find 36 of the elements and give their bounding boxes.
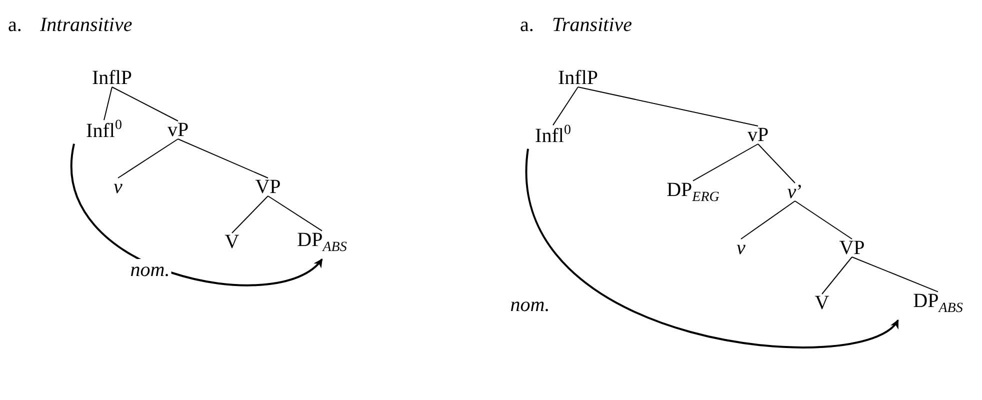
node-label: DP$_{ABS}$: [913, 290, 963, 316]
tree-branch: [740, 200, 796, 240]
tree-branch: [112, 86, 178, 122]
tree-branch: [822, 256, 852, 294]
tree-branch: [104, 86, 112, 121]
node-label: vP: [747, 124, 769, 146]
tree-branch: [232, 196, 268, 234]
curved-arrow: [527, 148, 899, 348]
node-label: InflP: [92, 67, 132, 89]
node-label: v: [736, 237, 746, 259]
node-label: vP: [167, 119, 189, 141]
node-label: Infl$^{0}$: [535, 123, 571, 147]
example-letter: a.: [8, 14, 22, 36]
node-label: Infl$^{0}$: [86, 118, 122, 142]
tree-title: Intransitive: [40, 14, 132, 36]
node-label: v: [114, 176, 122, 198]
curved-arrow: [70, 144, 323, 286]
tree-branch: [758, 144, 796, 184]
node-label: V: [224, 231, 240, 253]
node-label: VP: [255, 176, 281, 198]
tree-branch: [578, 86, 758, 126]
tree-branch: [118, 138, 178, 178]
example-letter: a.: [520, 14, 534, 36]
tree-branch: [794, 200, 852, 240]
node-label: V: [814, 292, 830, 314]
node-label: DP$_{ERG}$: [666, 178, 720, 206]
node-label: VP: [839, 237, 865, 259]
tree-branch: [552, 86, 578, 126]
tree-branch: [178, 138, 268, 178]
tree-branch: [692, 144, 758, 182]
node-label: v’: [787, 181, 803, 203]
tree-branch: [852, 256, 938, 292]
tree-title: Transitive: [552, 14, 632, 36]
tree-branch: [268, 196, 322, 232]
node-label: DP$_{ABS}$: [297, 228, 347, 256]
node-label: InflP: [558, 67, 598, 89]
